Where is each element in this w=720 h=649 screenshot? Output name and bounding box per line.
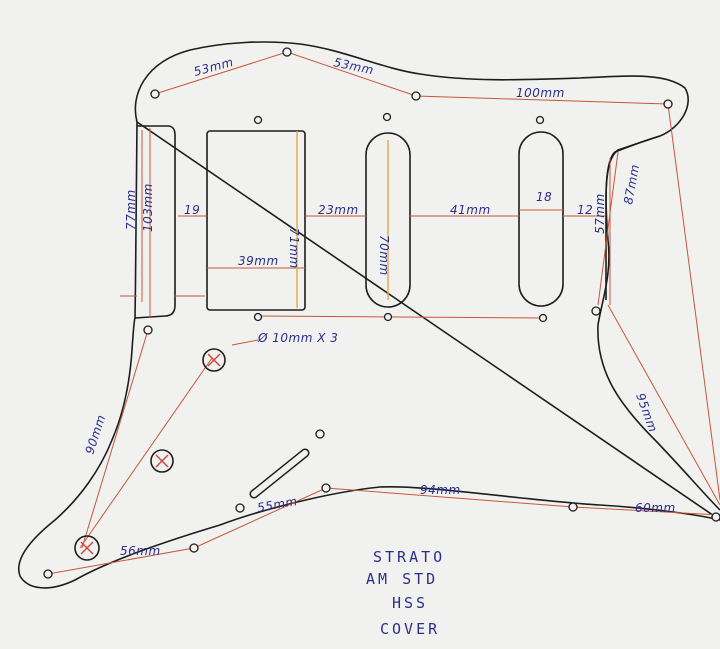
dim-right-87: 87mm bbox=[621, 163, 642, 205]
dim-bottom-55: 55mm bbox=[256, 494, 298, 515]
humbucker-cutout bbox=[206, 130, 306, 311]
title-line-1: STRATO bbox=[373, 548, 445, 566]
dim-bottom-94: 94mm bbox=[420, 483, 461, 497]
pot-holes bbox=[74, 348, 226, 561]
switch-slot bbox=[249, 448, 310, 499]
pickguard-outline bbox=[17, 41, 720, 589]
dim-humbucker-height: 71mm bbox=[287, 228, 301, 269]
drawing-title: STRATO AM STD HSS COVER bbox=[366, 548, 445, 638]
dim-gap-41: 41mm bbox=[450, 203, 491, 217]
title-line-2: AM STD bbox=[366, 570, 438, 588]
dim-height-outer: 103mm bbox=[141, 183, 155, 232]
dim-top-right: 100mm bbox=[516, 86, 565, 100]
dim-height-inner: 77mm bbox=[124, 189, 138, 230]
dim-bottom-60: 60mm bbox=[635, 501, 676, 515]
dim-single-width: 18 bbox=[536, 190, 552, 204]
middle-single-coil-cutout bbox=[365, 132, 411, 308]
dim-gap-23: 23mm bbox=[318, 203, 359, 217]
screw-holes bbox=[43, 47, 720, 579]
right-notch bbox=[605, 135, 661, 300]
dim-right-57: 57mm bbox=[593, 193, 607, 234]
dimension-labels: 53mm 53mm 100mm 77mm 103mm 19 71mm 39mm … bbox=[83, 55, 676, 558]
dim-hole-note: Ø 10mm X 3 bbox=[257, 331, 338, 345]
dim-humbucker-width: 39mm bbox=[238, 254, 279, 268]
title-line-4: COVER bbox=[380, 620, 440, 638]
neck-single-coil-cutout bbox=[518, 131, 564, 307]
dim-gap-12: 12 bbox=[577, 203, 593, 217]
dim-bottom-56: 56mm bbox=[120, 544, 161, 558]
neck-notch bbox=[134, 125, 176, 319]
dim-single-height: 70mm bbox=[377, 235, 391, 276]
title-line-3: HSS bbox=[392, 594, 428, 612]
dim-gap-19: 19 bbox=[184, 203, 200, 217]
